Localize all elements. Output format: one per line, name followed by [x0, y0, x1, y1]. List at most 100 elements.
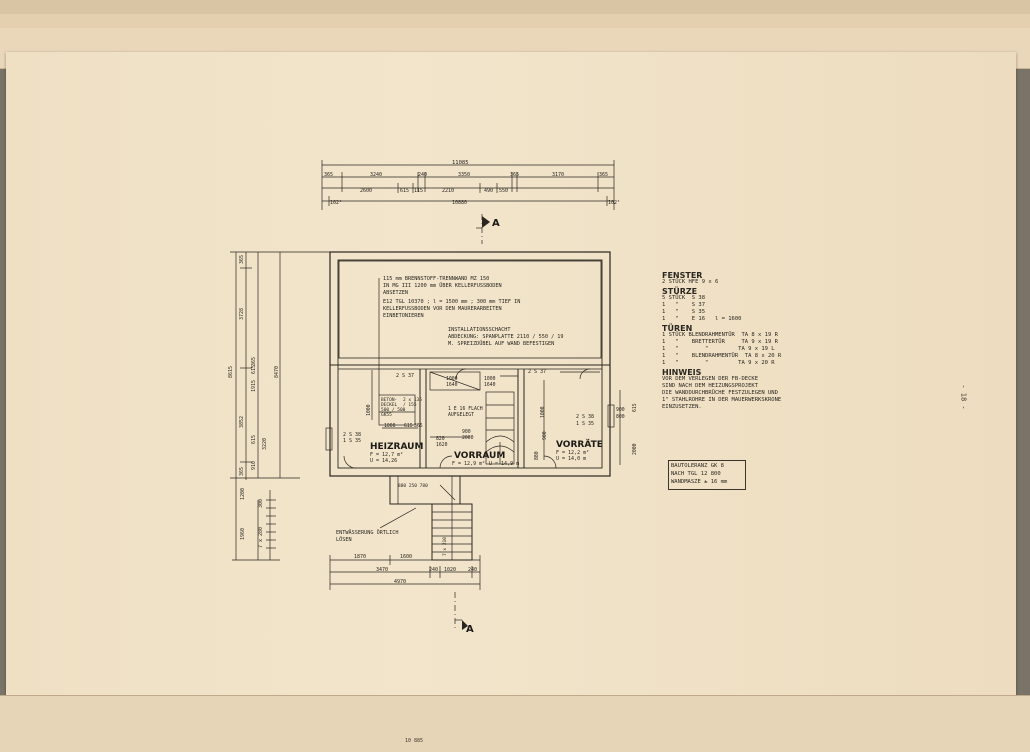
room-heizraum-area: F = 12,7 m² [370, 452, 403, 458]
note-tgl-2: KELLERFUSSBODEN VOR DEN MAURERARBEITEN [383, 306, 502, 312]
label-s38-a: 2 S 38 [343, 432, 361, 438]
dim-left-sub-7: 300 [258, 499, 264, 508]
dim-top2-4: 2210 [442, 188, 454, 194]
dim-top3-mid: 10880 [452, 200, 467, 206]
dim-top-4: 3350 [458, 172, 470, 178]
room-vorraete-area: F = 12,2 m² [556, 450, 589, 456]
dim-inner-800: 800 [616, 414, 625, 420]
hinweis-line-5: EINZUSETZEN. [662, 404, 702, 410]
label-s37-b: 2 S 37 [528, 369, 546, 375]
dim-top2-6: 550 [499, 188, 508, 194]
room-vorraum-name: VORRAUM [454, 451, 505, 461]
dim-left-sub-1: 1915 [251, 380, 257, 392]
stuerze-line-3: 1 " S 35 [662, 309, 706, 315]
room-heizraum-name: HEIZRAUM [370, 442, 423, 452]
dim-top-3: 240 [418, 172, 427, 178]
hinweis-line-4: 1" STAHLROHRE IN DER MAUERWERKSKRONE [662, 397, 782, 403]
dim-top-6: 3170 [552, 172, 564, 178]
stuerze-line-4: 1 " E 16 l = 1600 [662, 316, 742, 322]
dim-bottom-1: 1870 [354, 554, 366, 560]
dim-left-sub-2: 615 [251, 365, 257, 374]
hinweis-line-1: VOR DEM VERLEGEN DER FB-DECKE [662, 376, 759, 382]
label-beton-1: BETON- [381, 397, 397, 403]
dim-inner-1000b: 1000 [484, 376, 496, 382]
dim-inner-615b: 615 [632, 403, 638, 412]
dim-bottom-3: 3470 [376, 567, 388, 573]
dim-bottom-6: 240 [468, 567, 477, 573]
note-shaft-2: ABDECKUNG: SPANPLATTE 2110 / 550 / 19 [448, 334, 564, 340]
dim-inner-900a: 900 [462, 429, 471, 435]
dim-inner-2000b: 2000 [632, 443, 638, 455]
label-flach-1: 1 E 16 FLACH [448, 406, 483, 412]
stamp-line-3: WANDMASZE ± 16 mm [671, 479, 728, 485]
stuerze-line-1: 5 STÜCK S 38 [662, 295, 706, 301]
dim-top2-1: 2600 [360, 188, 372, 194]
dim-inner-880: 880 [534, 451, 540, 460]
section-marker-bottom: A [466, 624, 474, 635]
dim-bottom-5: 1020 [444, 567, 456, 573]
label-beton-2: DECKEL [381, 402, 398, 408]
dim-inner-1620: 1620 [436, 442, 448, 448]
label-s35-b: 1 S 35 [576, 421, 594, 427]
dim-inner-1000c: 1000 [384, 423, 396, 429]
label-beton-size-1: 2 x 135 [403, 397, 422, 403]
stair-dims: 880 250 780 [398, 483, 428, 489]
dim-top-5: 365 [510, 172, 519, 178]
note-wall-1: 115 mm BRENNSTOFF-TRENNWAND MZ 150 [383, 276, 489, 282]
page-number: - 18 - [959, 384, 968, 410]
label-s38-b: 2 S 38 [576, 414, 594, 420]
note-tgl-1: E12 TGL 10370 ; l = 1500 mm ; 300 mm TIE… [383, 299, 520, 305]
section-marker-top: A [492, 218, 500, 229]
tueren-line-5: 1 " " TA 9 x 20 R [662, 360, 775, 366]
dim-inner-1000a: 1000 [446, 376, 458, 382]
dim-inner-900c: 900 [616, 407, 625, 413]
room-vorraum-area: F = 12,9 m² [452, 461, 485, 467]
tueren-line-2: 1 " BRETTERTÜR TA 9 x 19 R [662, 339, 778, 345]
stuerze-line-2: 1 " S 37 [662, 302, 706, 308]
dim-top-2: 3240 [370, 172, 382, 178]
label-beton-size-2: / 155 [403, 402, 417, 408]
room-vorraete-name: VORRÄTE [556, 439, 603, 450]
label-s37-a: 2 S 37 [396, 373, 414, 379]
room-heizraum-perimeter: U = 14,26 [370, 458, 397, 464]
dim-left-sub-8: 1200 [240, 488, 246, 500]
dim-top2-2: 615 [400, 188, 409, 194]
fenster-line-1: 2 STÜCK HFE 9 x 6 [662, 279, 719, 285]
dim-top3-left: 102⁵ [330, 200, 342, 206]
stamp-line-1: BAUTOLERANZ GK 8 [671, 463, 724, 469]
dim-inner-1640a: 1640 [446, 382, 458, 388]
dim-left-b: 3728 [239, 308, 245, 320]
tueren-title: TÜREN [662, 324, 693, 333]
tolerance-stamp: BAUTOLERANZ GK 8 NACH TGL 12 800 WANDMAS… [668, 460, 746, 490]
label-beton-3: 500 / 500 [381, 407, 406, 413]
dim-inner-1000e: 1000 [540, 406, 546, 418]
note-wall-2: IN MG III 1200 mm ÜBER KELLERFUSSBODEN [383, 282, 502, 289]
dim-overall-top: 11085 [452, 160, 469, 166]
note-shaft-1: INSTALLATIONSSCHACHT [448, 327, 510, 333]
drawing-sheet [6, 52, 1016, 695]
dim-inner-1640b: 1640 [484, 382, 496, 388]
dim-inner-900b: 900 [542, 431, 548, 440]
hinweis-line-3: DIE WANDDURCHBRÜCHE FESTZULEGEN UND [662, 390, 778, 396]
room-vorraum-perimeter: U = 14,9 m [489, 461, 519, 467]
hinweis-title: HINWEIS [662, 368, 702, 377]
tueren-line-4: 1 " BLENDRAHMENTÜR TA 8 x 20 R [662, 353, 782, 359]
dim-left-sub-5: 3220 [262, 438, 268, 450]
dim-left-d: 365 [239, 467, 245, 476]
dim-inner-615a: 615 [404, 423, 413, 429]
tueren-line-1: 1 STÜCK BLENDRAHMENTÜR TA 8 x 19 R [662, 332, 778, 338]
tueren-line-3: 1 " " TA 9 x 19 L [662, 346, 775, 352]
next-sheet-edge [0, 695, 1030, 752]
room-vorraete-perimeter: U = 14,0 m [556, 456, 586, 462]
label-s35-a: 1 S 35 [343, 438, 361, 444]
dim-left-sub-3: 365 [251, 357, 257, 366]
stamp-line-2: NACH TGL 12 800 [671, 471, 721, 477]
dim-top3-right: 102⁵ [608, 200, 620, 206]
dim-left-sub-9: 1960 [240, 528, 246, 540]
dim-inner-365a: 365 [414, 423, 423, 429]
dim-inner-820: 820 [436, 436, 445, 442]
dim-top2-5: 490 [484, 188, 493, 194]
dim-left-sub-10: 7 x 280 [258, 527, 264, 548]
dim-left-a: 365 [239, 255, 245, 264]
